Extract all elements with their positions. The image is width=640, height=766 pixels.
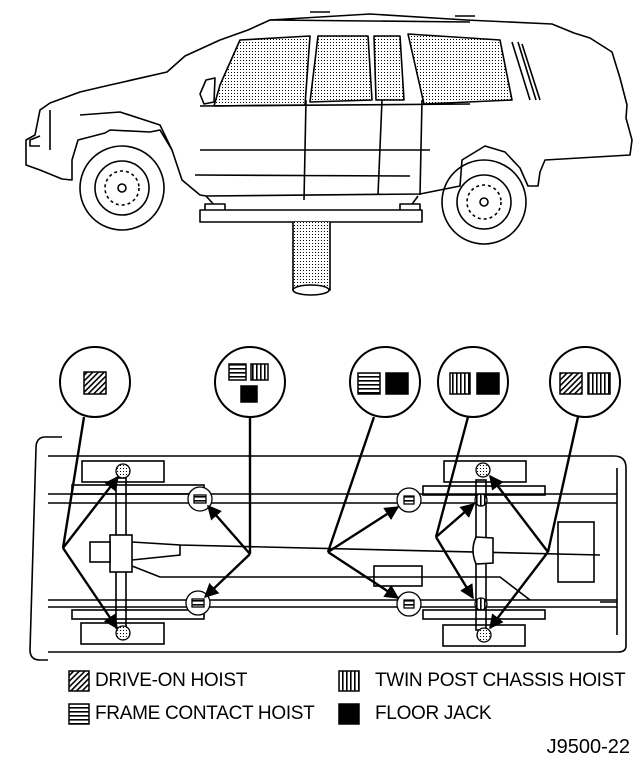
callout-rear-frame — [349, 346, 421, 418]
callout-rear-axle — [437, 346, 509, 418]
leader-lines — [61, 416, 580, 630]
legend-drive-on-hoist: DRIVE-ON HOIST — [68, 670, 247, 692]
drive-on-hoist-symbol — [559, 372, 583, 395]
windshield-window — [213, 35, 311, 107]
lift-point-rear-right-tire — [476, 627, 492, 643]
frame-contact-hoist-symbol — [357, 372, 381, 395]
figure-id: J9500-22 — [546, 736, 630, 758]
frame-rail-right — [48, 599, 617, 608]
drive-on-hoist-symbol — [83, 371, 107, 395]
differential — [472, 536, 494, 565]
lift-point-front-left-tire — [115, 463, 131, 479]
front-door-window — [309, 35, 373, 103]
roof-rack — [269, 11, 475, 23]
legend-floor-jack: FLOOR JACK — [338, 703, 492, 725]
callout-rear-tires — [549, 346, 621, 418]
rear-quarter-window — [407, 33, 513, 105]
legend-frame-contact-hoist: FRAME CONTACT HOIST — [68, 703, 315, 725]
lift-points — [115, 462, 492, 643]
frame-contact-hoist-post — [199, 195, 423, 296]
floor-jack-symbol — [385, 372, 409, 395]
rear-wheel — [441, 159, 527, 245]
drive-on-hoist-swatch — [68, 670, 90, 692]
frame-contact-hoist-swatch — [68, 703, 90, 725]
side-mirror — [199, 77, 216, 105]
lift-point-front-right-tire — [115, 625, 131, 641]
legend-label: FLOOR JACK — [375, 703, 492, 724]
legend-label: TWIN POST CHASSIS HOIST — [375, 670, 626, 691]
callouts — [59, 346, 621, 418]
underbody-outline — [48, 455, 627, 653]
vehicle-side-view — [25, 11, 633, 296]
twin-post-hoist-swatch — [338, 670, 360, 692]
floor-jack-symbol — [476, 372, 500, 395]
callout-front-frame — [214, 346, 286, 418]
frame-contact-hoist-symbol — [228, 363, 247, 381]
lift-point-rear-axle-right — [474, 597, 488, 611]
twin-post-hoist-symbol — [587, 372, 611, 395]
callout-front-axle-tires — [59, 346, 131, 418]
twin-post-hoist-symbol — [449, 372, 471, 395]
legend-label: FRAME CONTACT HOIST — [95, 703, 315, 724]
front-bumper — [29, 436, 62, 661]
vehicle-body-outline — [25, 13, 633, 197]
floor-jack-symbol — [240, 385, 258, 403]
legend-twin-post-chassis-hoist: TWIN POST CHASSIS HOIST — [338, 670, 626, 692]
twin-post-hoist-symbol — [250, 363, 269, 381]
lift-point-rear-left-tire — [475, 462, 491, 478]
front-wheel — [79, 145, 165, 231]
lift-point-rear-axle-left — [474, 493, 488, 507]
floor-jack-swatch — [338, 703, 360, 725]
rear-door-window — [373, 35, 405, 101]
legend-label: DRIVE-ON HOIST — [95, 670, 248, 691]
